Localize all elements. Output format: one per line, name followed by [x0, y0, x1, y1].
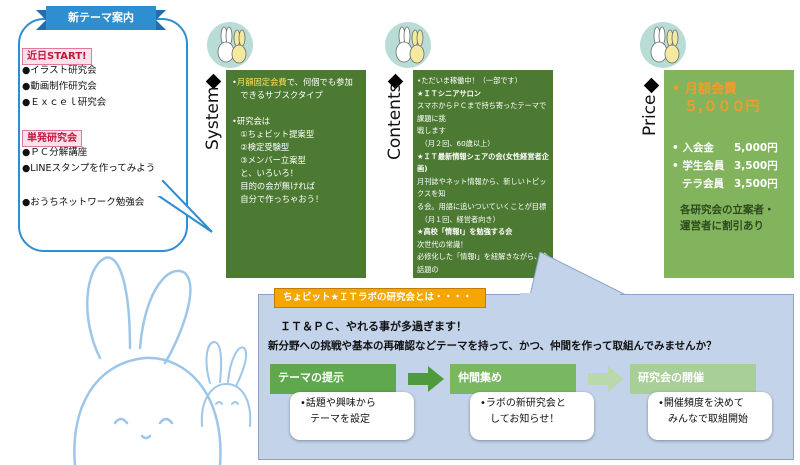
price-row-bullet: •	[672, 142, 679, 154]
contents-line: スマホからＰＣまで持ち寄ったテーマで課題に挑	[417, 101, 547, 123]
contents-line: 戦します	[417, 126, 446, 136]
about-heading: ＩＴ＆ＰＣ、やれる事が多過ぎます！	[280, 320, 467, 333]
price-row-bullet: •	[672, 160, 679, 172]
arrow-right-icon	[408, 366, 444, 392]
system-line: 自分で作っちゃおう！	[232, 194, 324, 204]
card-line: してお知らせ！	[490, 414, 560, 425]
system-line: ②検定受験型	[232, 142, 290, 152]
monthly-fee-label: • 月額会費	[672, 78, 737, 97]
step-theme: テーマの提示	[270, 364, 396, 394]
system-label: System	[203, 86, 223, 150]
rabbit-avatar-icon	[640, 22, 686, 68]
system-line: 目的の会が無ければ	[232, 181, 315, 191]
card-line: テーマを設定	[310, 414, 370, 425]
list-item[interactable]: ●動画制作研究会	[22, 81, 97, 92]
contents-line: 次世代の常識！	[417, 239, 468, 249]
contents-box: •ただいま稼働中！（一部です） ★ＩＴシニアサロン スマホからＰＣまで持ち寄った…	[413, 70, 553, 299]
system-line	[232, 102, 360, 115]
rabbit-avatar-icon	[385, 22, 431, 68]
contents-line: （月２回、60歳以上）	[417, 138, 495, 148]
contents-label: Contents	[385, 83, 405, 160]
upcoming-tag: 近日START!	[22, 48, 92, 65]
system-line: と、いろいろ！	[232, 168, 299, 178]
step-members-card: •ラボの新研究会と してお知らせ！	[470, 392, 594, 440]
price-row-name: 入会金	[682, 142, 714, 154]
discount-note: 運営者に割引あり	[680, 220, 764, 232]
step-theme-card: •話題や興味から テーマを設定	[290, 392, 414, 440]
price-row-amount: 5,000円	[734, 142, 778, 154]
price-row: • 入会金	[672, 140, 714, 155]
ribbon-title: 新テーマ案内	[68, 11, 134, 24]
oneshot-tag: 単発研究会	[22, 130, 82, 147]
step-meeting-card: •開催頻度を決めて みんなで取組開始	[648, 392, 772, 440]
small-rabbit-illustration	[200, 340, 252, 427]
discount-note: 各研究会の立案者・	[680, 204, 775, 216]
system-line: ①ちょビット提案型	[232, 129, 315, 139]
system-line: ③メンバー立案型	[232, 155, 306, 165]
about-subheading: 新分野への挑戦や基本の再確認などテーマを持って、かつ、仲間を作って取組んでみませ…	[268, 340, 717, 352]
step-members: 仲間集め	[450, 364, 576, 394]
contents-line: ★ＩＴ最新情報シェアの会(女性経営者企画)	[417, 151, 549, 174]
step-meeting: 研究会の開催	[630, 364, 756, 394]
price-row-name: 学生会員	[682, 160, 725, 172]
card-line: みんなで取組開始	[668, 414, 748, 425]
price-row-name: テラ会員	[682, 178, 724, 190]
system-line: •研究会は	[232, 116, 271, 126]
list-item[interactable]: ●Ｅｘｃｅｌ研究会	[22, 97, 107, 108]
list-item[interactable]: ●おうちネットワーク勉強会	[22, 197, 145, 208]
pointer-joint	[520, 293, 620, 297]
contents-line: 必修化した「情報Ⅰ」を紐解きながら、今話題の	[417, 252, 549, 274]
system-line: できるサブスクタイプ	[232, 90, 323, 100]
monthly-label-text: 月額会費	[684, 82, 737, 97]
section-oneshot: 単発研究会	[22, 126, 82, 147]
list-item[interactable]: ●イラスト研究会	[22, 65, 97, 76]
price-label: Price	[640, 94, 660, 136]
contents-line: る会。用語に追いついていくことが目標	[417, 201, 547, 211]
price-row-amount: 3,500円	[734, 178, 778, 190]
diamond-bullet-icon	[643, 77, 660, 94]
system-line-rest: で、何個でも参加	[286, 77, 353, 87]
contents-line: ★ＩＴシニアサロン	[417, 88, 481, 98]
list-item[interactable]: ●LINEスタンプを作ってみよう	[22, 163, 156, 174]
arrow-right-icon	[588, 366, 624, 392]
contents-line: ★高校「情報Ⅰ」を勉強する会	[417, 227, 513, 237]
system-line: •月額固定会費で、何個でも参加	[232, 77, 353, 87]
contents-line: 月刊誌やネット情報から、新しいトピックスを知	[417, 176, 547, 199]
contents-line: •ただいま稼働中！（一部です）	[417, 76, 522, 85]
ribbon-banner	[36, 6, 166, 30]
system-box: •月額固定会費で、何個でも参加 できるサブスクタイプ •研究会は ①ちょビット提…	[226, 70, 366, 278]
monthly-bullet: •	[672, 82, 681, 97]
about-title: ちょビット★ＩＴラボの研究会とは・・・・	[274, 288, 486, 308]
contents-line: （月１回、経営者向き）	[417, 214, 500, 224]
card-line: •開催頻度を決めて	[658, 398, 744, 409]
rabbit-avatar-icon	[207, 22, 253, 68]
callout-pointer	[529, 252, 629, 296]
section-upcoming: 近日START!	[22, 44, 92, 65]
price-box: • 月額会費 ５,０００円 • 入会金 5,000円 • 学生会員 3,500円…	[664, 70, 794, 278]
price-row: • 学生会員	[672, 158, 724, 173]
contents-line: 「リスキリング」！！	[417, 277, 489, 287]
monthly-fee-amount: ５,０００円	[684, 99, 760, 115]
list-item[interactable]: ●ＰＣ分解講座	[22, 147, 88, 158]
price-row-amount: 3,500円	[734, 160, 778, 172]
bubble-tail	[150, 180, 213, 233]
system-highlight: 月額固定会費	[236, 77, 287, 87]
card-line: •話題や興味から	[300, 398, 376, 409]
rabbit-illustration	[73, 256, 222, 465]
card-line: •ラボの新研究会と	[480, 398, 566, 409]
